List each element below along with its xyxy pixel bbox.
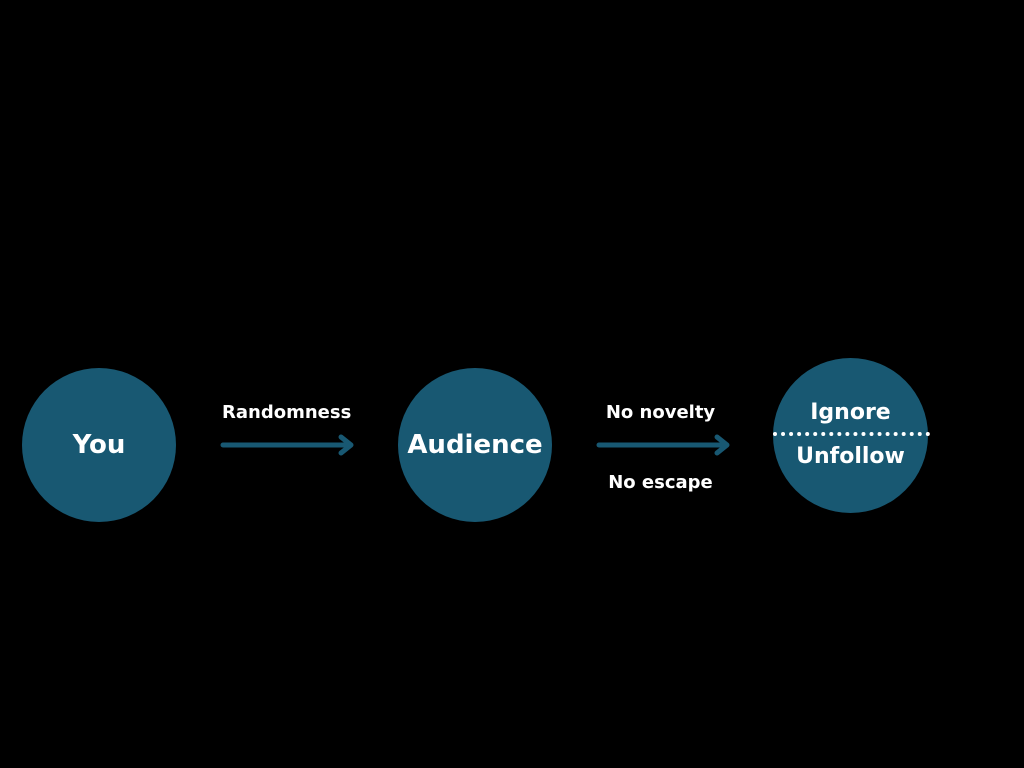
node-outcome: Ignore Unfollow [773,358,930,513]
edge-label-no-escape: No escape [608,472,713,493]
node-audience-label: Audience [407,430,543,460]
node-outcome-top-label: Ignore [810,400,891,425]
node-audience: Audience [398,368,552,522]
node-outcome-bottom-label: Unfollow [796,444,905,469]
arrow-audience-to-outcome [596,434,730,456]
edge-label-randomness: Randomness [222,402,352,423]
node-you: You [22,368,176,522]
node-you-label: You [72,430,126,460]
edge-label-no-novelty: No novelty [605,402,716,423]
arrow-you-to-audience [220,434,354,456]
divider-dotted [773,432,930,436]
